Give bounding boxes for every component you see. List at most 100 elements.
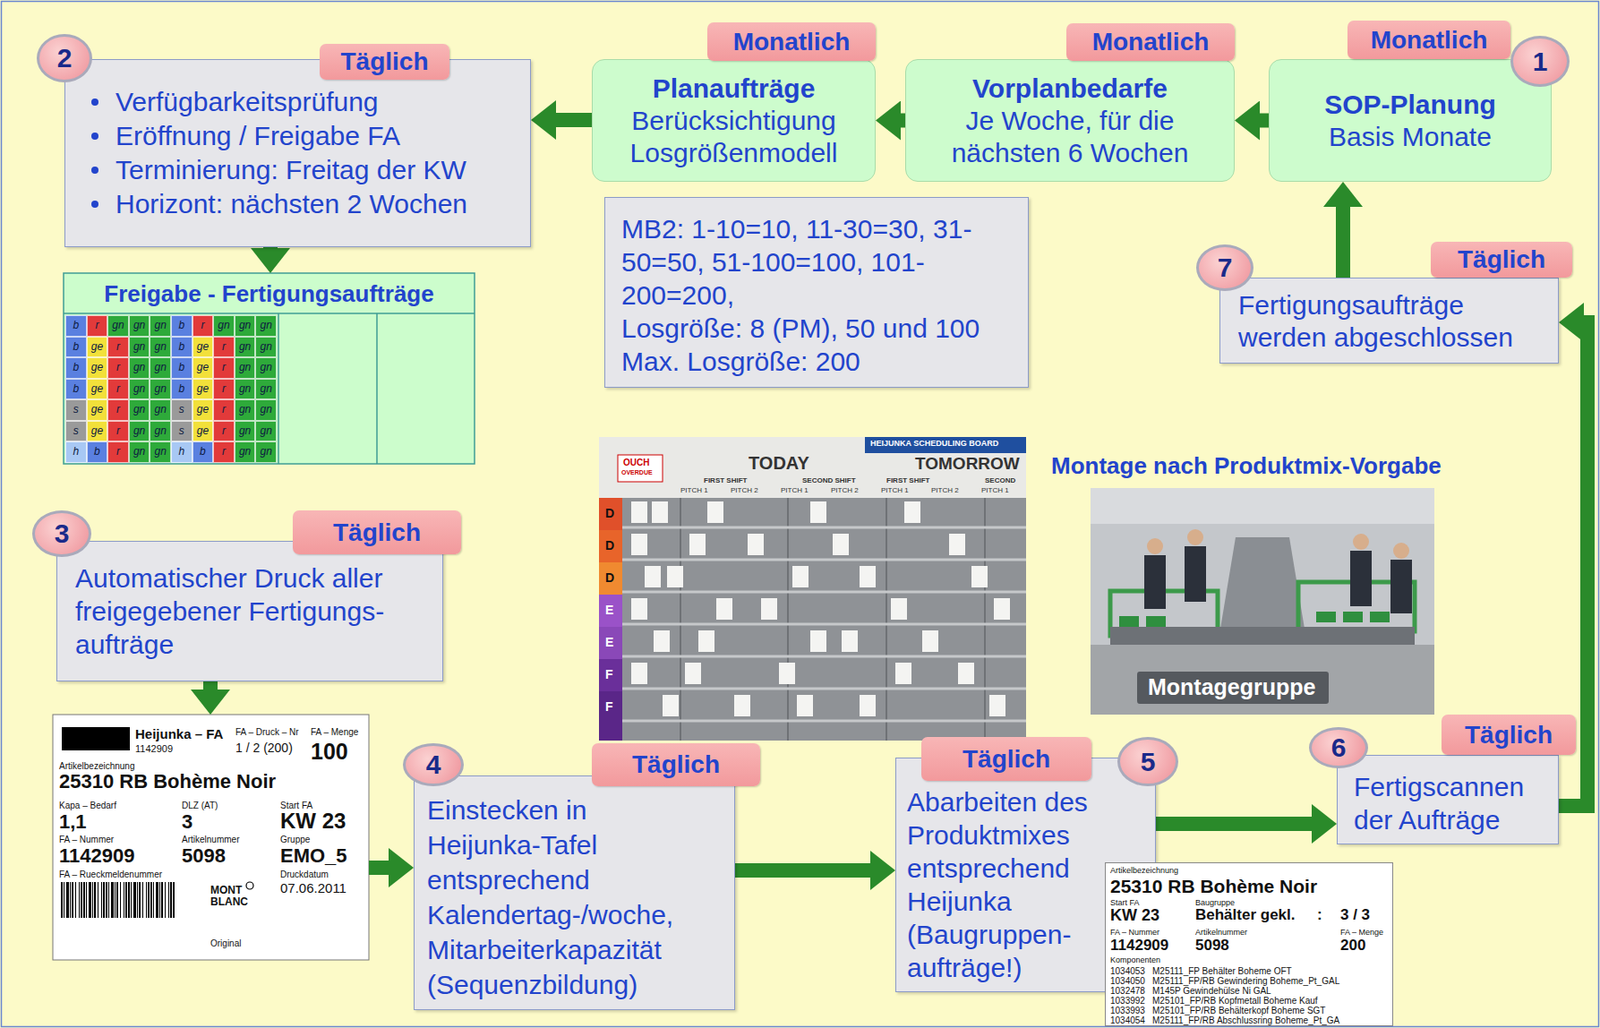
planning-box: VorplanbedarfeJe Woche, für die nächsten… <box>905 59 1235 182</box>
row-letter: D <box>605 571 615 585</box>
heijunka-board-photo <box>622 687 1027 691</box>
component-ticket-text: M25111_FP/RB Gewindering Boheme_Pt_GAL <box>1152 975 1340 986</box>
release-table <box>63 273 475 464</box>
planning-box-text: Vorplanbedarfe <box>972 72 1168 105</box>
lot-size-box-text: MB2: 1-10=10, 11-30=30, 31-50=50, 51-100… <box>621 212 1016 312</box>
table-cell: b <box>65 336 87 359</box>
order-ticket-text: Heijunka – FA <box>135 727 223 743</box>
assembly-photo <box>1119 616 1139 627</box>
order-ticket-text: DLZ (AT) <box>181 800 218 811</box>
table-cell: b <box>86 441 109 463</box>
lot-size-box-text: Losgröße: 8 (PM), 50 und 100 <box>621 311 1016 345</box>
assembly-photo <box>1146 616 1166 627</box>
frequency-tab: Täglich <box>591 743 761 787</box>
heijunka-board-photo <box>598 658 623 692</box>
order-ticket-text: 1,1 <box>59 811 87 833</box>
component-ticket-text: M145P Gewindehülse Ni GAL <box>1152 985 1272 996</box>
ticket-card <box>52 714 369 960</box>
step-number-text: 3 <box>54 518 70 549</box>
board-card <box>810 630 827 652</box>
board-card <box>796 694 813 717</box>
flow-arrow <box>1259 113 1269 129</box>
frequency-tab: Täglich <box>1430 241 1573 278</box>
table-cell: gn <box>128 315 151 337</box>
table-cell: gn <box>149 357 172 379</box>
board-card <box>904 501 921 523</box>
board-card <box>792 565 809 588</box>
planning-box-text: Berücksichtigung Losgrößenmodell <box>610 104 857 170</box>
order-ticket-text: MONT BLANC <box>210 884 254 908</box>
table-cell: b <box>171 378 193 401</box>
heijunka-board-photo <box>598 436 1027 741</box>
process-box-text: Abarbeiten des Produktmixes entsprechend… <box>906 785 1104 984</box>
heijunka-board-photo <box>598 530 623 563</box>
frequency-tab-text: Monatlich <box>733 27 851 57</box>
row-letter: E <box>605 635 614 650</box>
table-cell: r <box>107 399 129 421</box>
process-box-text: Einstecken in Heijunka-Tafel entsprechen… <box>427 792 708 1002</box>
planning-box-text: Planaufträge <box>652 72 816 105</box>
shift-label: FIRST SHIFT <box>703 477 747 486</box>
order-ticket-text: 25310 RB Bohème Noir <box>59 770 276 793</box>
component-ticket-text: 5098 <box>1195 937 1230 955</box>
heijunka-board-photo <box>622 558 1027 562</box>
table-cell: gn <box>149 441 172 463</box>
component-ticket-text: 1034054 <box>1110 1015 1146 1026</box>
flow-arrow <box>735 863 871 878</box>
planning-box-text: Je Woche, für die nächsten 6 Wochen <box>941 104 1198 170</box>
table-cell: gn <box>149 378 172 401</box>
board-tag: OVERDUE <box>621 469 653 477</box>
table-cell: gn <box>255 441 277 463</box>
table-cell: ge <box>192 357 214 379</box>
component-ticket-text: 1142909 <box>1110 937 1169 955</box>
table-cell: gn <box>255 315 277 337</box>
table-cell: b <box>171 357 193 379</box>
flow-arrow <box>1335 206 1351 278</box>
component-ticket-text: M25111_FP Behälter Boheme OFT <box>1152 966 1292 976</box>
frequency-tab: Monatlich <box>1347 20 1511 60</box>
component-ticket-text: M25101_FP/RB Kopfmetall Boheme Kauf <box>1152 995 1318 1006</box>
step-number-text: 7 <box>1217 252 1233 283</box>
frequency-tab: Monatlich <box>1066 23 1235 61</box>
pitch-label: PITCH 1 <box>881 487 909 496</box>
component-ticket-text: Komponenten <box>1110 956 1161 966</box>
process-box: Einstecken in Heijunka-Tafel entsprechen… <box>413 775 736 1010</box>
heijunka-board-photo <box>598 594 623 627</box>
table-cell: gn <box>255 420 277 443</box>
shift-label: FIRST SHIFT <box>886 477 930 486</box>
ticket-card <box>246 881 254 890</box>
table-cell: gn <box>149 420 172 443</box>
heijunka-board-photo <box>622 719 1027 723</box>
order-ticket-text: FA – Menge <box>310 727 359 737</box>
board-card <box>631 501 648 523</box>
board-card <box>761 598 778 620</box>
order-ticket-text: Druckdatum <box>280 869 329 880</box>
frequency-tab-text: Täglich <box>1457 245 1546 274</box>
step-number-text: 5 <box>1140 746 1156 778</box>
assembly-photo <box>1090 644 1435 715</box>
flow-arrow <box>368 860 389 875</box>
order-ticket-text: 100 <box>310 739 349 765</box>
frequency-tab-text: Täglich <box>1464 720 1553 750</box>
pitch-label: PITCH 1 <box>680 487 709 496</box>
component-ticket-text: KW 23 <box>1110 906 1160 925</box>
release-table <box>63 273 475 464</box>
heijunka-board-photo <box>598 626 623 659</box>
table-cell: gn <box>128 357 151 379</box>
table-cell: ge <box>192 399 214 421</box>
board-tag: OUCH <box>623 457 650 468</box>
table-cell: b <box>192 441 214 463</box>
process-box-text: Fertigungsaufträge werden abgeschlossen <box>1238 289 1532 354</box>
pitch-label: PITCH 2 <box>730 487 759 496</box>
heijunka-board-photo <box>617 454 663 482</box>
assembly-photo <box>1146 538 1164 555</box>
board-card <box>993 598 1010 620</box>
frequency-tab-text: Täglich <box>340 47 428 77</box>
table-cell: gn <box>149 399 172 421</box>
assembly-photo <box>1343 611 1363 623</box>
assembly-photo <box>1137 671 1329 704</box>
pitch-label: PITCH 1 <box>780 487 809 496</box>
table-cell: gn <box>128 399 151 421</box>
order-ticket-text: Kapa – Bedarf <box>59 800 117 811</box>
